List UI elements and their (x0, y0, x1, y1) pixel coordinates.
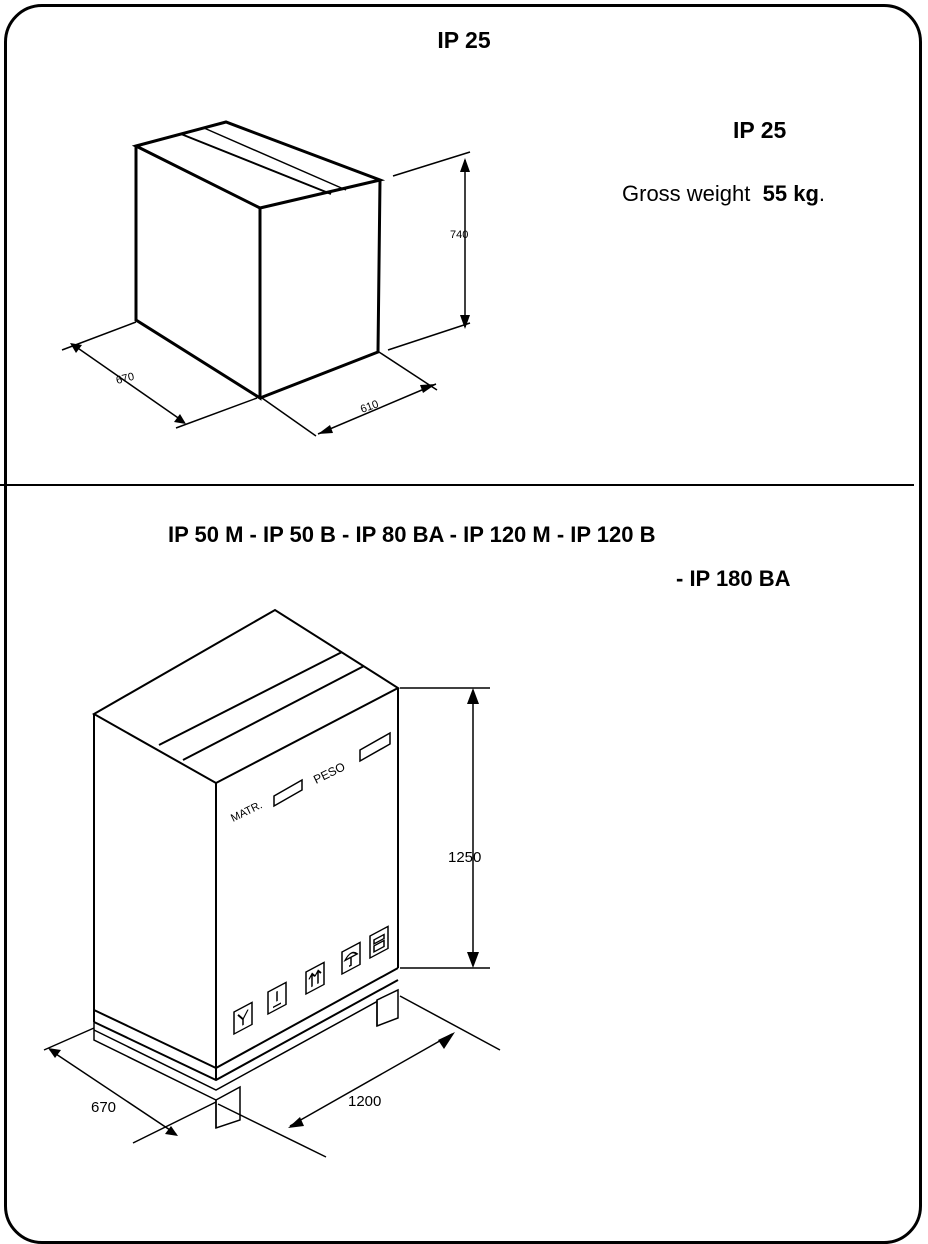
this-way-up-icon (305, 961, 325, 996)
small-box-drawing (61, 120, 471, 437)
fragile-icon (233, 1001, 253, 1036)
crate-width-label: 1200 (348, 1093, 381, 1110)
crate-peso-label: PESO (311, 759, 347, 786)
gross-weight-suffix: . (818, 181, 826, 206)
small-depth-label: 670 (115, 371, 136, 387)
models-line-2: - IP 180 BA (676, 566, 791, 591)
models-line-1: IP 50 M - IP 50 B - IP 80 BA - IP 120 M … (168, 522, 656, 547)
small-height-label: 740 (450, 229, 468, 241)
crate-depth-label: 670 (91, 1099, 116, 1116)
large-crate-drawing (43, 608, 501, 1158)
stacking-limit-icon (369, 925, 389, 960)
small-width-label: 610 (359, 398, 380, 416)
umbrella-icon (341, 941, 361, 976)
crate-matr-label: MATR. (229, 799, 264, 824)
keep-dry-icon (267, 981, 287, 1016)
ip25-model-label: IP 25 (733, 117, 787, 143)
top-title: IP 25 (437, 27, 491, 53)
crate-height-label: 1250 (448, 849, 481, 866)
gross-weight-line: Gross weight 55 kg. (622, 181, 825, 207)
gross-weight-value: 55 kg (762, 181, 819, 206)
gross-weight-label: Gross weight (622, 181, 751, 206)
section-divider (0, 484, 914, 486)
